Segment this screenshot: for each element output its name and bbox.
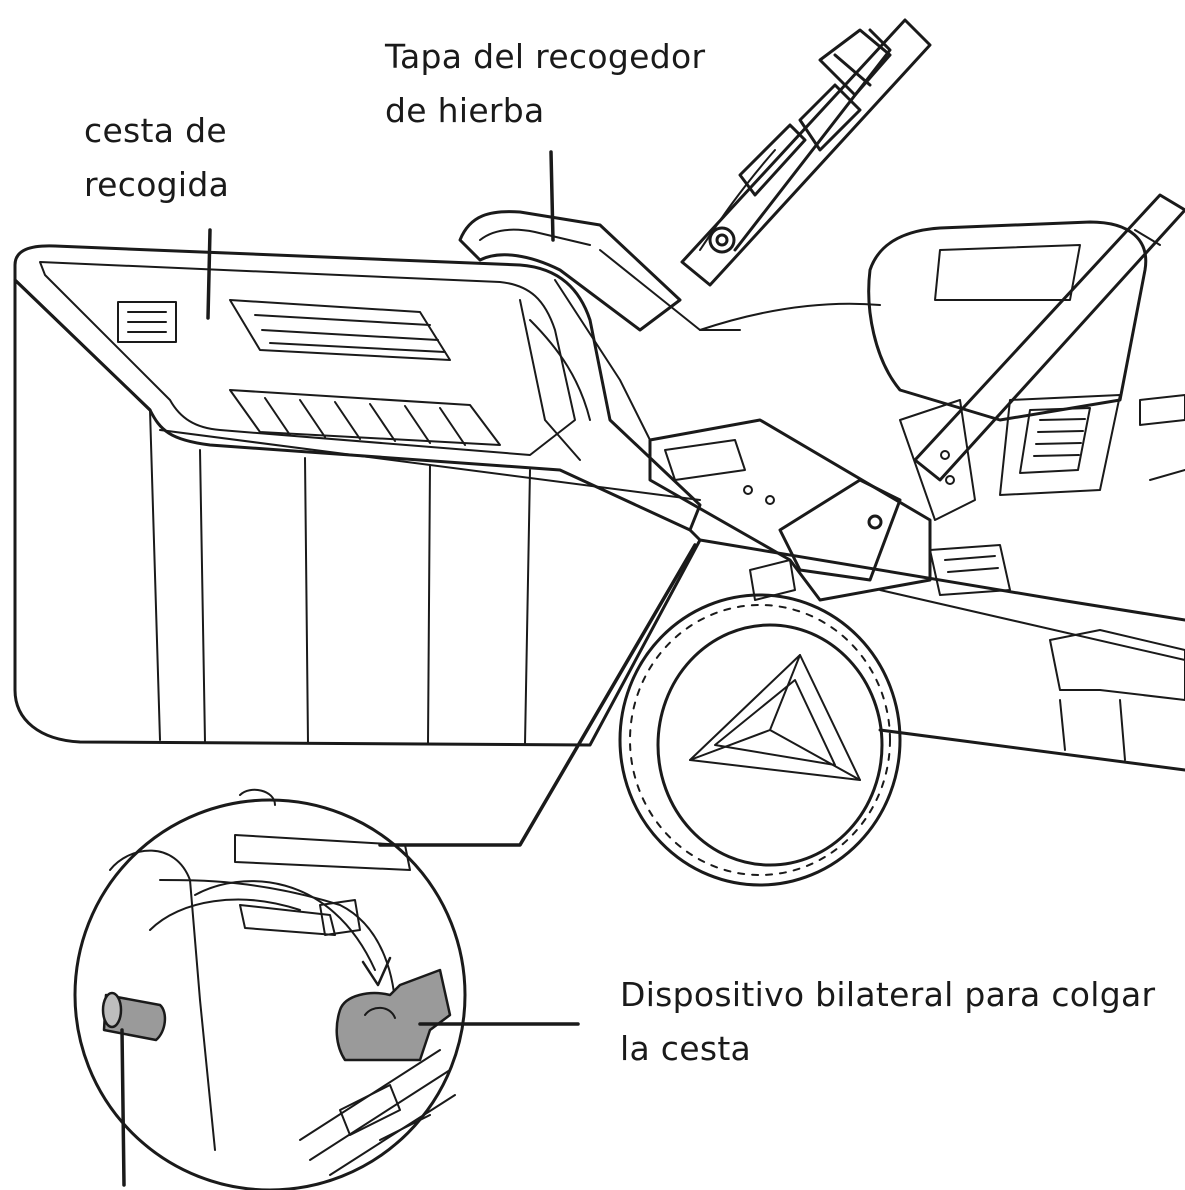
leader-detail [378,543,697,847]
rear-wheel [618,593,902,887]
leader-lines [120,150,697,1187]
label-collector-lid: Tapa del recogedor de hierba [385,30,705,138]
label-basket-hanger-line1: Dispositivo bilateral para colgar [620,975,1156,1014]
label-collection-basket-line1: cesta de [84,111,227,150]
handle [680,18,1185,482]
label-collector-lid-line1: Tapa del recogedor [385,37,706,76]
motor-housing [867,220,1185,496]
label-collection-basket-line2: recogida [84,165,230,204]
label-collector-lid-line2: de hierba [385,91,545,130]
handle-bracket [648,399,976,602]
leader-lid [549,150,555,242]
mower-deck [698,302,1185,772]
label-basket-hanger-line2: la cesta [620,1029,752,1068]
detail-magnifier [73,788,467,1190]
grass-basket [13,244,702,747]
label-collection-basket: cesta de recogida [84,104,229,212]
leader-basket [206,228,212,320]
label-basket-hanger: Dispositivo bilateral para colgar la ces… [620,968,1155,1076]
leader-pin [120,1028,126,1187]
collector-lid [458,210,741,461]
